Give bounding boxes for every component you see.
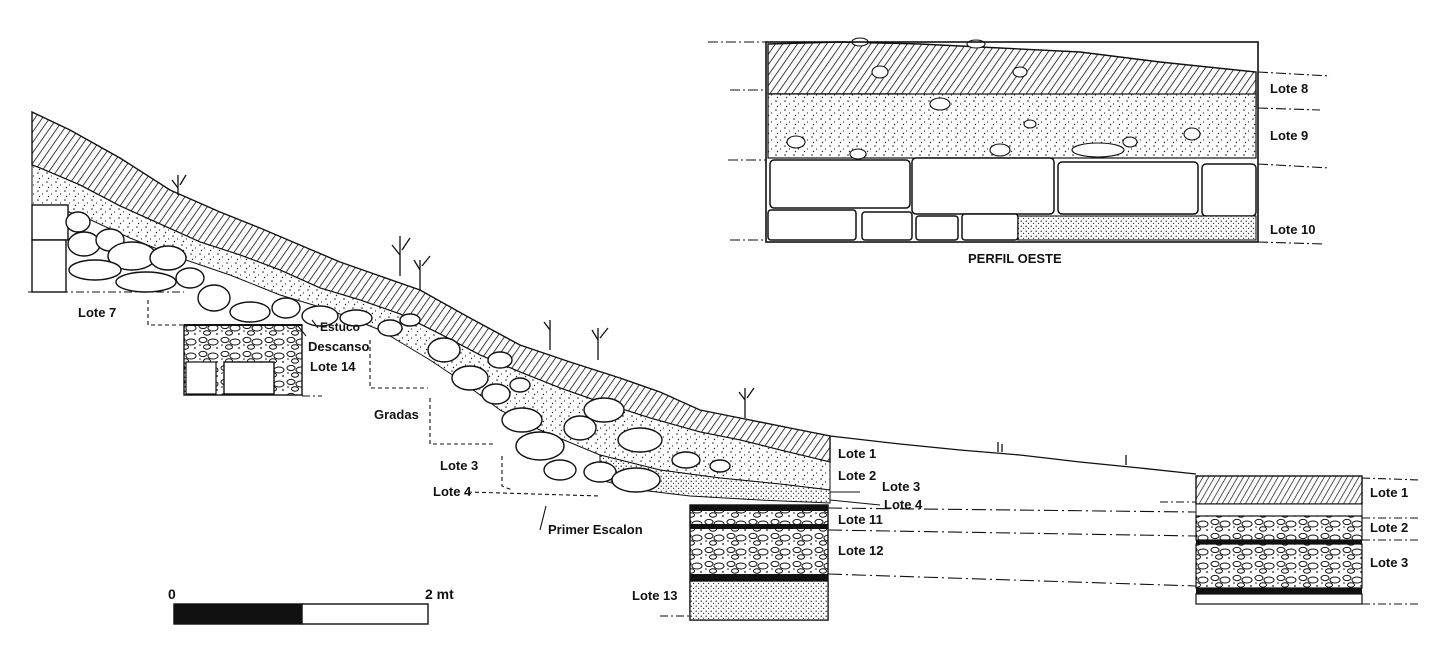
label-descanso: Descanso <box>308 339 370 354</box>
label-lote-4-left: Lote 4 <box>433 484 472 499</box>
label-lote-7: Lote 7 <box>78 305 117 320</box>
label-lote-9: Lote 9 <box>1270 128 1309 143</box>
label-estuco: Estuco <box>320 320 361 334</box>
label-lote-14: Lote 14 <box>310 359 356 374</box>
perfil-stone-blocks <box>767 157 1257 241</box>
label-lote-3-left: Lote 3 <box>440 458 479 473</box>
fill-layer-2 <box>31 164 831 491</box>
label-right-lote-3: Lote 3 <box>1370 555 1409 570</box>
scale-start-label: 0 <box>168 586 176 602</box>
label-lote-13: Lote 13 <box>632 588 678 603</box>
ground-surface-right <box>829 435 1197 475</box>
lote14-box <box>183 324 303 396</box>
perfil-oeste-title: PERFIL OESTE <box>968 251 1062 266</box>
horizon-lines <box>28 291 1421 617</box>
label-lote-11: Lote 11 <box>838 512 883 527</box>
label-primer-escalon: Primer Escalon <box>548 522 643 537</box>
right-test-pit <box>1195 475 1363 605</box>
label-right-lote-1: Lote 1 <box>1370 485 1409 500</box>
label-right-lote-2: Lote 2 <box>1370 520 1409 535</box>
plants <box>171 174 1127 465</box>
label-lote-1: Lote 1 <box>838 446 877 461</box>
label-lote-8: Lote 8 <box>1270 81 1309 96</box>
label-lote-3-right: Lote 3 <box>882 479 921 494</box>
leader-lines <box>297 319 881 531</box>
label-gradas: Gradas <box>374 407 419 422</box>
scale-end-label: 2 mt <box>425 586 454 602</box>
gradas-stones <box>427 337 731 493</box>
perfil-horizon-lines <box>708 41 1331 245</box>
perfil-oeste-section <box>708 37 1331 245</box>
label-lote-2: Lote 2 <box>838 468 877 483</box>
label-lote-4-right: Lote 4 <box>884 497 923 512</box>
label-lote-10: Lote 10 <box>1270 222 1316 237</box>
lower-test-pit <box>689 504 829 621</box>
main-section <box>28 110 1421 621</box>
label-lote-12: Lote 12 <box>838 543 884 558</box>
scale-bar <box>173 603 429 625</box>
left-stone-wall <box>31 204 421 337</box>
perfil-pebbles <box>786 37 1201 160</box>
